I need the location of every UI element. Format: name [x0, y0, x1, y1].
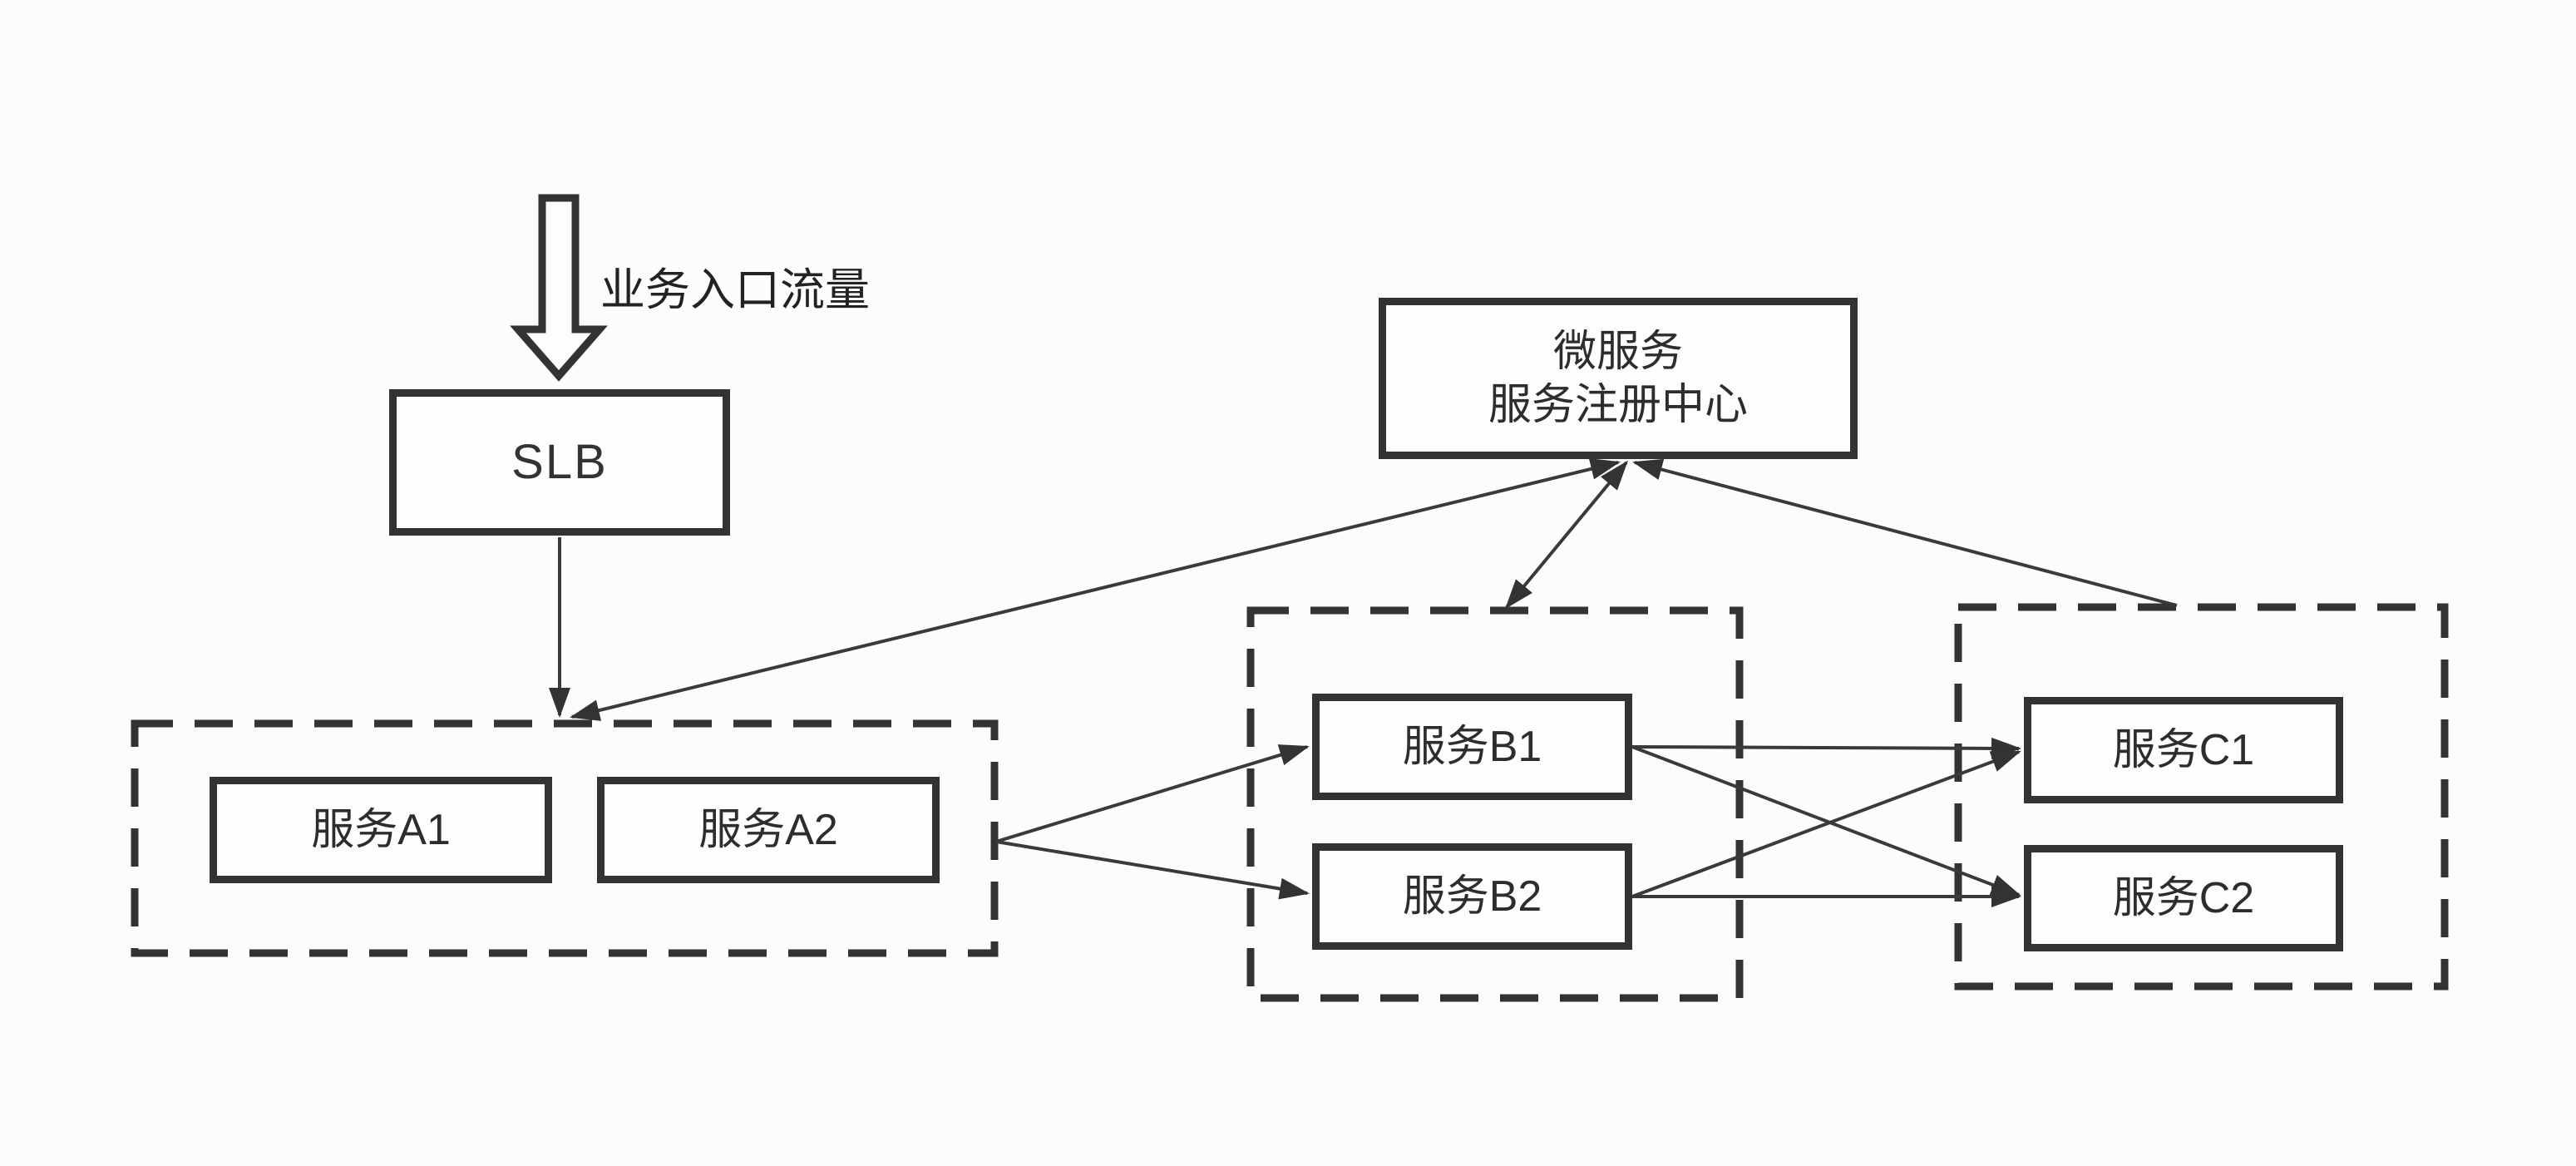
cluster-frame-service-a-cluster [131, 719, 999, 957]
node-service-a2-label: 服务A2 [698, 806, 838, 854]
node-service-c2: 服务C2 [2024, 845, 2343, 951]
node-service-b2: 服务B2 [1312, 843, 1632, 950]
edge-service-b1-to-c2 [1631, 745, 2021, 897]
entry-traffic-arrow-icon [510, 194, 608, 382]
node-slb-label: SLB [511, 435, 608, 489]
node-service-b1-label: 服务B1 [1402, 723, 1542, 771]
node-service-a1: 服务A1 [210, 777, 552, 883]
node-service-c1-label: 服务C1 [2112, 726, 2255, 774]
node-registry-label-line1: 微服务 [1552, 328, 1683, 376]
cluster-frame-service-c-cluster [1954, 603, 2449, 991]
node-slb: SLB [389, 389, 730, 536]
node-service-b2-label: 服务B2 [1402, 872, 1542, 921]
edge-cluster-b-registry [1505, 460, 1628, 610]
edge-service-b1-to-c1 [1631, 737, 2021, 759]
node-registry: 微服务 服务注册中心 [1379, 298, 1858, 459]
node-registry-label-line2: 服务注册中心 [1488, 381, 1748, 429]
edge-cluster-a-registry [570, 458, 1621, 721]
node-service-c2-label: 服务C2 [2112, 874, 2255, 922]
edge-layer [549, 458, 2178, 907]
node-service-a2: 服务A2 [597, 777, 940, 883]
node-service-a1-label: 服务A1 [311, 806, 451, 854]
node-service-b1: 服务B1 [1312, 694, 1632, 800]
entry-traffic-label: 业务入口流量 [600, 265, 870, 315]
edge-cluster-a-to-service-b1 [995, 744, 1310, 843]
edge-cluster-c-to-registry [1632, 458, 2178, 607]
edge-service-b2-to-c1 [1631, 750, 2021, 898]
node-service-c1: 服务C1 [2024, 697, 2343, 803]
edge-cluster-a-to-service-b2 [995, 840, 1310, 900]
